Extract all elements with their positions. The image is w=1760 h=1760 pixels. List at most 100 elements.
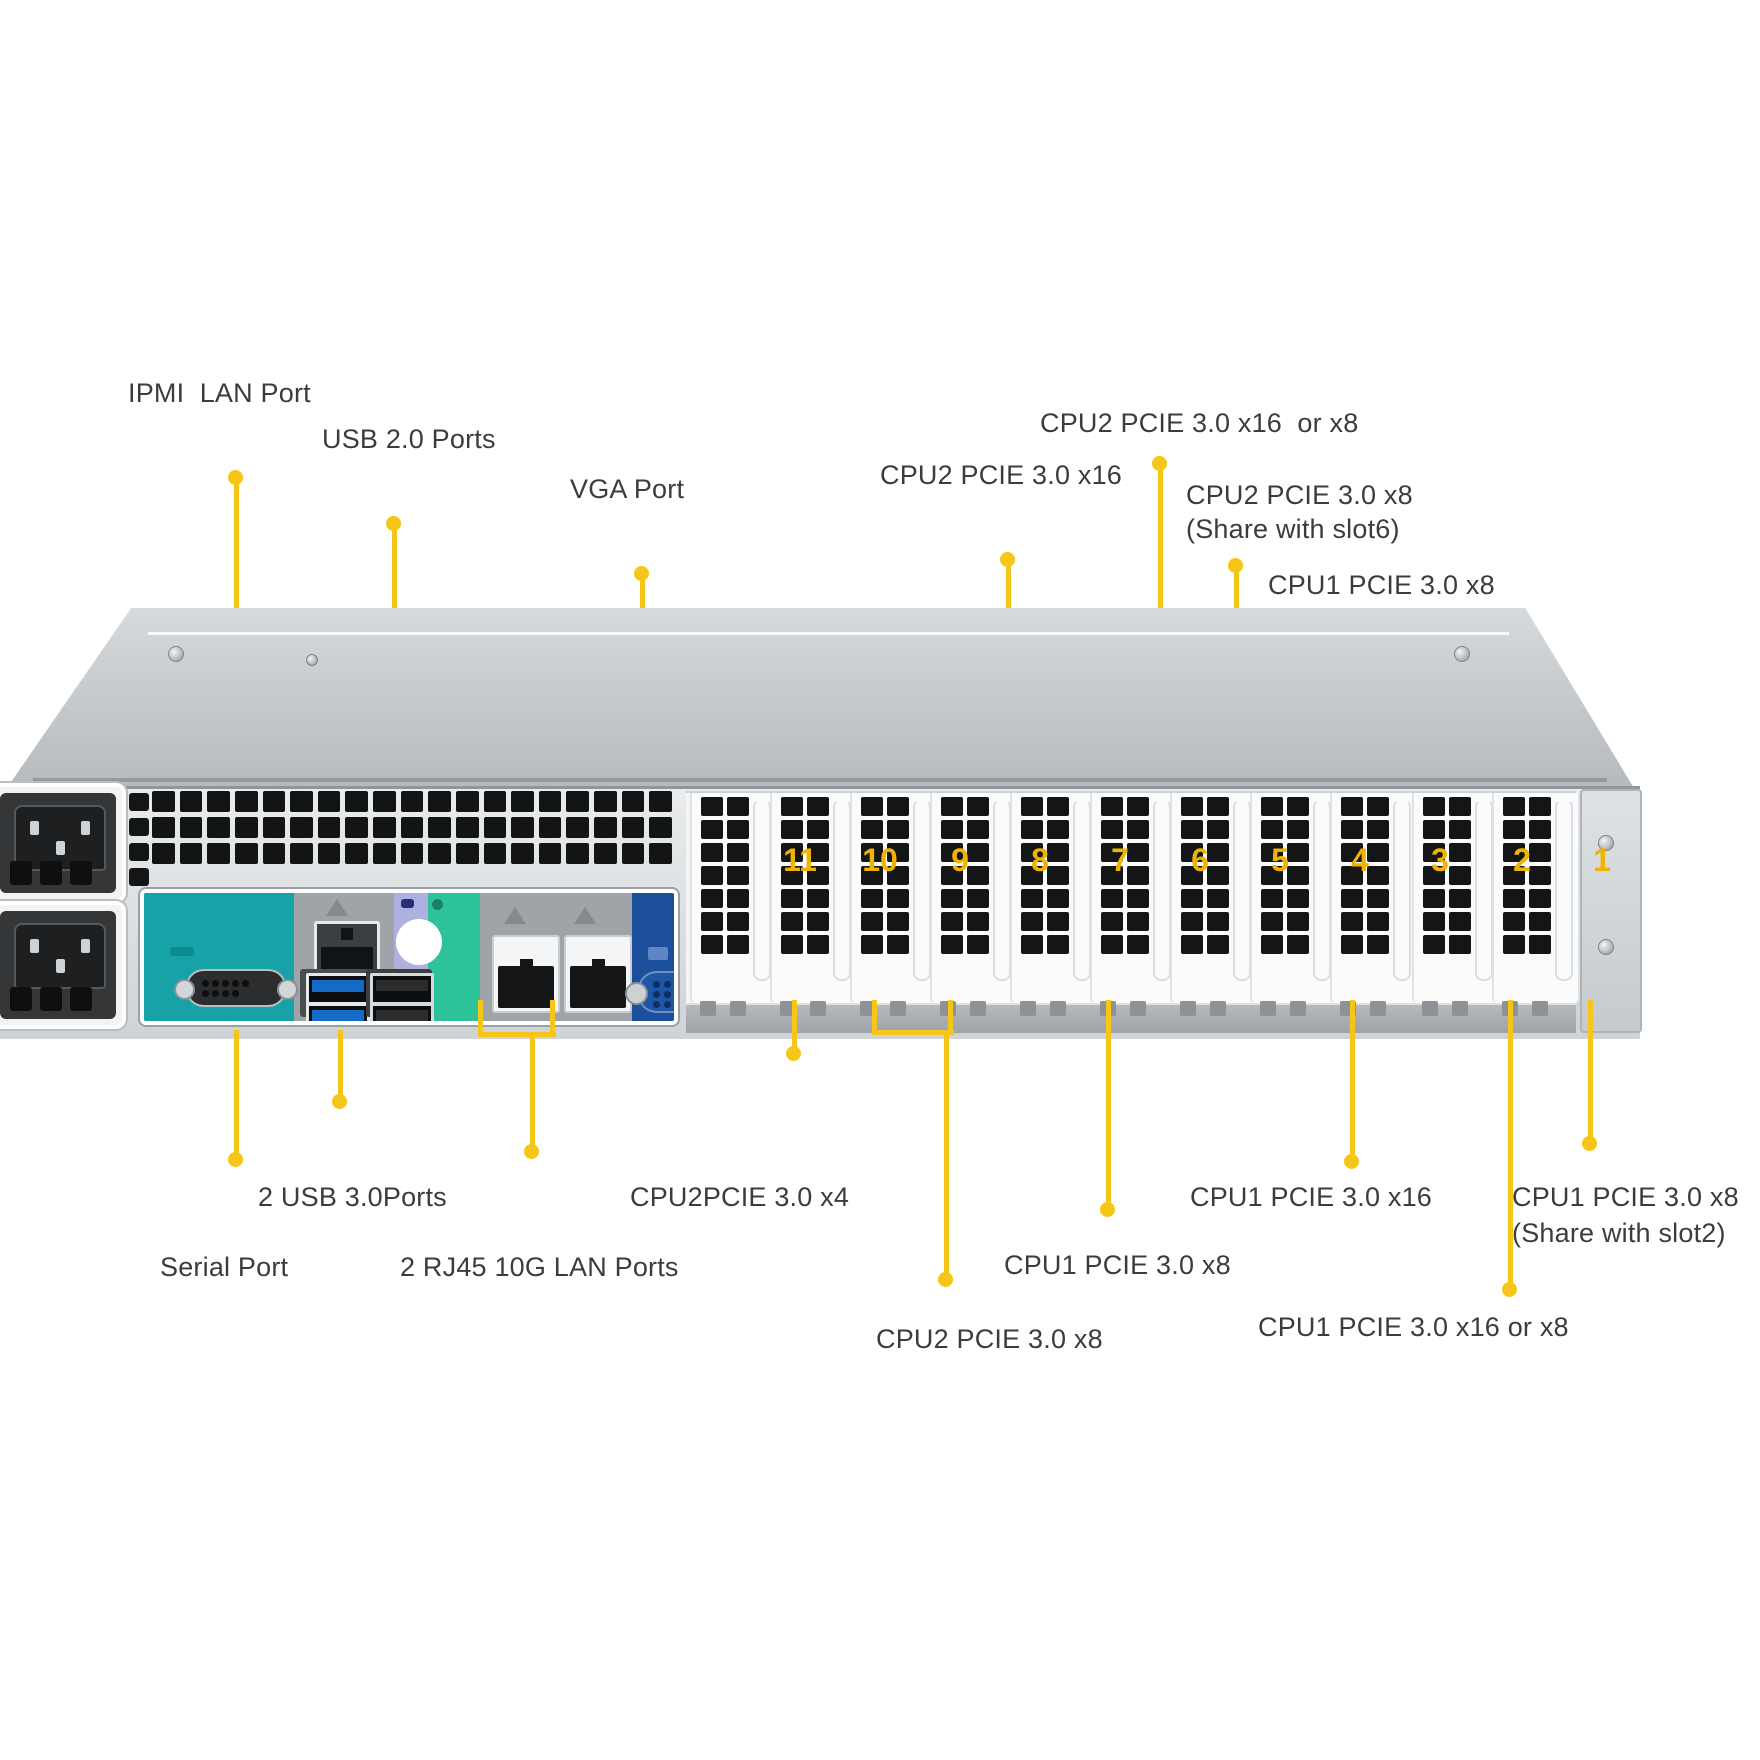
- pcie-bracket-5[interactable]: [1170, 793, 1258, 1005]
- pcie-bracket-6[interactable]: [1090, 793, 1178, 1005]
- pcie-bracket-1[interactable]: [1492, 793, 1580, 1005]
- lid-screw-left: [168, 646, 184, 662]
- pcie-bracket-2[interactable]: [1412, 793, 1500, 1005]
- warning-triangle-icon-1: [326, 899, 348, 916]
- leader-dot-cpu2-x4: [786, 1046, 801, 1061]
- slot-number-7: 7: [1111, 842, 1129, 878]
- io-shield: [140, 889, 678, 1025]
- io-zone-status: [428, 893, 480, 1021]
- chassis-body: [0, 783, 1642, 1039]
- leader-dot-usb30: [332, 1094, 347, 1109]
- leader-dot-cpu2-x8-share: [1228, 558, 1243, 573]
- vga-silkscreen: [648, 947, 668, 960]
- label-vga-port: VGA Port: [570, 474, 685, 504]
- chassis-right-endcap: [1580, 789, 1642, 1033]
- label-cpu1-pcie-30-x8-bottom: CPU1 PCIE 3.0 x8: [1004, 1250, 1231, 1280]
- warning-triangle-icon-3: [574, 907, 596, 924]
- server-chassis: [0, 608, 1642, 1039]
- leader-dot-cpu2-x16-or-x8: [1152, 456, 1167, 471]
- ipmi-tab: [341, 928, 353, 940]
- pcie-bracket-4[interactable]: [1250, 793, 1338, 1005]
- leader-line-cpu2-x8-b: [948, 1000, 953, 1032]
- leader-dot-cpu2-x16: [1000, 552, 1015, 567]
- vga-pins: [653, 981, 674, 1008]
- chassis-vent-grid: [152, 791, 672, 864]
- leader-line-rj45-a: [478, 1000, 483, 1034]
- pcie-bracket-10[interactable]: [770, 793, 858, 1005]
- leader-dot-ipmi: [228, 470, 243, 485]
- psu-bay-lower: [0, 901, 126, 1029]
- slot-number-9: 9: [951, 842, 969, 878]
- label-cpu2-pcie-30-x8-share-slot6: CPU2 PCIE 3.0 x8: [1186, 480, 1413, 510]
- leader-line-cpu2-x8-join: [872, 1030, 954, 1035]
- psu-vents-upper: [10, 861, 92, 885]
- rj45-inner-1: [498, 966, 554, 1008]
- leader-dot-vga: [634, 566, 649, 581]
- leader-line-rj45-stem: [530, 1032, 535, 1150]
- leader-dot-cpu1-x8-share: [1582, 1136, 1597, 1151]
- slot-number-2: 2: [1513, 842, 1531, 878]
- leader-line-cpu1-x8-bot: [1106, 1000, 1111, 1208]
- psu-vents-lower: [10, 987, 92, 1011]
- psu-bay-upper: [0, 783, 126, 903]
- slot-number-6: 6: [1191, 842, 1209, 878]
- usb20-port-upper[interactable]: [370, 973, 434, 1005]
- label-cpu1-pcie-30-x8-share-slot2: CPU1 PCIE 3.0 x8: [1512, 1182, 1739, 1212]
- usb30-port-lower[interactable]: [306, 1003, 370, 1021]
- warning-triangle-icon-2: [504, 907, 526, 924]
- leader-dot-cpu1-x8-bot: [1100, 1202, 1115, 1217]
- label-cpu1-pcie-30-x16: CPU1 PCIE 3.0 x16: [1190, 1182, 1433, 1212]
- label-cpu1-pcie-30-x16-or-x8: CPU1 PCIE 3.0 x16 or x8: [1258, 1312, 1569, 1342]
- label-cpu1-pcie-30-x8-top: CPU1 PCIE 3.0 x8: [1268, 570, 1495, 600]
- slot-number-5: 5: [1271, 842, 1289, 878]
- pcie-bracket-9[interactable]: [850, 793, 938, 1005]
- leader-dot-usb20: [386, 516, 401, 531]
- rj45-lan-port-1[interactable]: [492, 935, 560, 1013]
- lid-seam: [147, 632, 1509, 635]
- rj45-lan-port-2[interactable]: [564, 935, 632, 1013]
- leader-line-serial: [234, 1030, 239, 1158]
- leader-line-cpu2-x8-stem: [944, 1030, 949, 1278]
- leader-line-rj45-join: [478, 1032, 556, 1037]
- leader-line-rj45-b: [550, 1000, 555, 1034]
- label-cpu2-pcie-30-x8-bottom: CPU2 PCIE 3.0 x8: [876, 1324, 1103, 1354]
- lid-screw-left2: [306, 654, 318, 666]
- uid-button[interactable]: [396, 919, 442, 965]
- db9-pins: [202, 980, 249, 997]
- leader-dot-cpu1-x16: [1344, 1154, 1359, 1169]
- leader-dot-cpu1-x16-or-x8: [1502, 1282, 1517, 1297]
- endcap-screw-top: [1598, 835, 1614, 851]
- label-cpu2-pcie-30-x16: CPU2 PCIE 3.0 x16: [880, 460, 1123, 490]
- label-cpu2-pcie-30-x16-or-x8: CPU2 PCIE 3.0 x16 or x8: [1040, 408, 1359, 438]
- leader-dot-serial: [228, 1152, 243, 1167]
- serial-db9-port[interactable]: [174, 969, 298, 1007]
- label-two-usb-30-ports: 2 USB 3.0Ports: [258, 1182, 447, 1212]
- pcie-bracket-11[interactable]: [690, 793, 778, 1005]
- leader-line-usb30: [338, 1030, 343, 1100]
- slot-number-3: 3: [1431, 842, 1449, 878]
- label-usb-20-ports: USB 2.0 Ports: [322, 424, 496, 454]
- slot-number-8: 8: [1031, 842, 1049, 878]
- label-cpu1-pcie-30-x8-share-slot2-note: (Share with slot2): [1512, 1218, 1726, 1248]
- led-indicator-2: [432, 899, 443, 910]
- leader-line-cpu1-x16-or-x8: [1508, 1000, 1513, 1288]
- pcie-bracket-8[interactable]: [930, 793, 1018, 1005]
- usb30-port-upper[interactable]: [306, 973, 370, 1005]
- slot-number-10: 10: [862, 842, 898, 878]
- pcie-retention-rail: [686, 1001, 1576, 1033]
- chassis-side-vent: [126, 793, 152, 886]
- rj45-inner-2: [570, 966, 626, 1008]
- pcie-slot-area: [686, 791, 1580, 1005]
- psu-inner-upper: [0, 793, 116, 893]
- leader-line-cpu2-x4: [792, 1000, 797, 1052]
- led-indicator-1: [401, 899, 414, 908]
- usb20-port-lower[interactable]: [370, 1003, 434, 1021]
- pcie-bracket-7[interactable]: [1010, 793, 1098, 1005]
- leader-dot-cpu2-x8: [938, 1272, 953, 1287]
- pcie-bracket-3[interactable]: [1330, 793, 1418, 1005]
- leader-line-cpu2-x8-a: [872, 1000, 877, 1032]
- label-two-rj45-10g-lan-ports: 2 RJ45 10G LAN Ports: [400, 1252, 679, 1282]
- vga-port[interactable]: [625, 971, 674, 1013]
- serial-silkscreen: [170, 947, 194, 956]
